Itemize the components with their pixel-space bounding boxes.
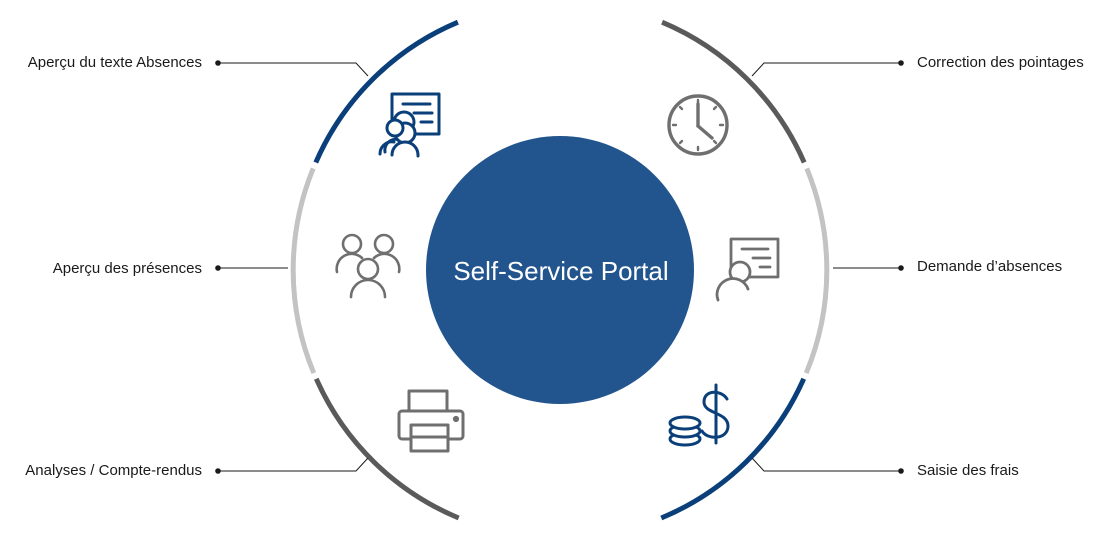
arc-left-bottom bbox=[314, 377, 460, 521]
label-apercu-presences: Aperçu des présences bbox=[52, 260, 202, 277]
leader-dot bbox=[898, 468, 904, 474]
leader-dot bbox=[898, 60, 904, 66]
label-correction-pointages: Correction des pointages bbox=[917, 54, 1084, 71]
employee-document-icon bbox=[378, 92, 441, 158]
arc-right-top bbox=[661, 19, 807, 164]
group-people-icon bbox=[335, 233, 401, 299]
label-demande-absences: Demande d’absences bbox=[917, 258, 1063, 275]
label-analyses-compte-rendus: Analyses / Compte-rendus bbox=[25, 462, 202, 479]
printer-icon bbox=[397, 389, 465, 453]
arc-left-mid bbox=[290, 167, 317, 375]
leader-right-bottom bbox=[751, 457, 901, 472]
leader-dot bbox=[215, 60, 221, 66]
center-circle bbox=[426, 136, 694, 404]
arc-left-top bbox=[313, 19, 459, 164]
leader-dot bbox=[898, 265, 904, 271]
arc-right-bottom bbox=[660, 377, 806, 521]
label-saisie-frais: Saisie des frais bbox=[917, 462, 1019, 479]
leader-dot bbox=[215, 265, 221, 271]
arc-right-mid bbox=[803, 167, 830, 375]
leader-left-bottom bbox=[218, 457, 369, 472]
center-title: Self-Service Portal bbox=[453, 256, 669, 286]
absence-request-icon bbox=[715, 237, 780, 302]
leader-right-top bbox=[751, 62, 901, 77]
clock-icon bbox=[667, 94, 729, 156]
leader-left-top bbox=[218, 62, 369, 77]
coins-dollar-icon bbox=[668, 383, 730, 447]
leader-dot bbox=[215, 468, 221, 474]
label-apercu-texte-absences: Aperçu du texte Absences bbox=[27, 54, 202, 71]
